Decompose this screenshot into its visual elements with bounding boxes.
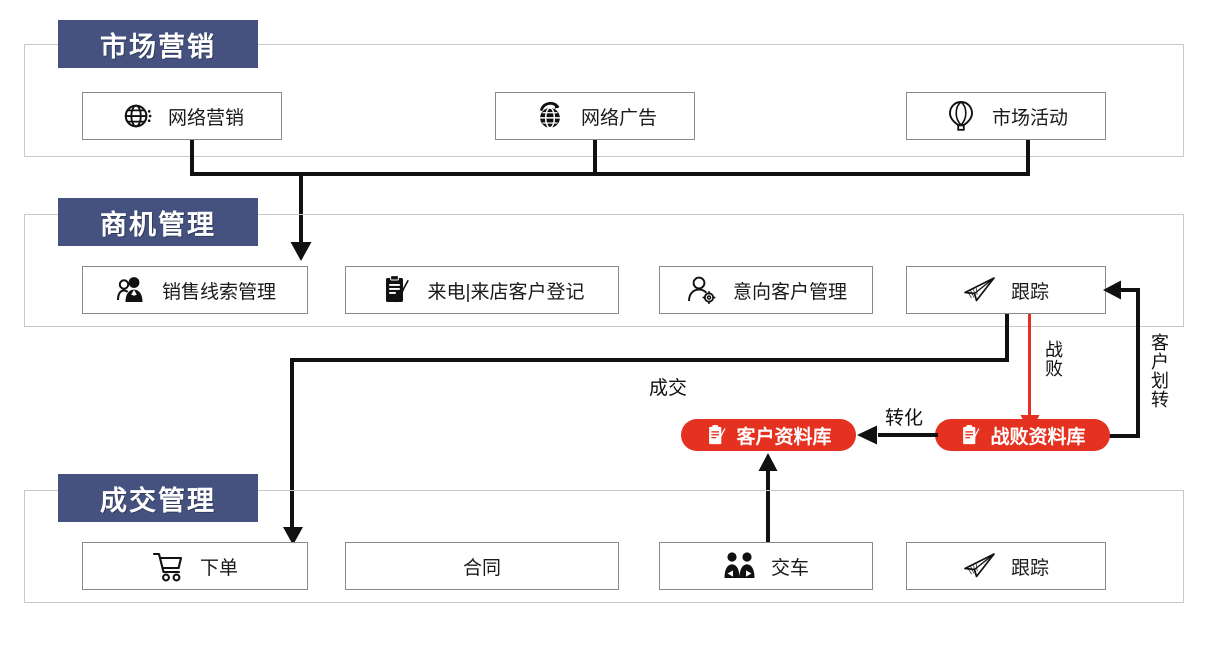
section-header-marketing: 市场营销 — [58, 20, 258, 68]
edge-label-transfer: 客户划转 — [1149, 333, 1169, 409]
node-label: 网络营销 — [167, 107, 244, 129]
node-online-advertising[interactable]: 网络广告 — [495, 92, 695, 140]
node-label: 交车 — [770, 557, 809, 579]
node-label: 网络广告 — [580, 107, 657, 129]
connector-deal-vertical-right — [1005, 314, 1009, 362]
connector-marketing-to-opportunity — [299, 172, 303, 242]
section-header-deal: 成交管理 — [58, 474, 258, 522]
connector-transfer-vertical — [1136, 288, 1140, 438]
node-label: 跟踪 — [1010, 557, 1049, 579]
node-label: 意向客户管理 — [732, 281, 847, 303]
node-sales-lead-management[interactable]: 销售线索管理 — [82, 266, 308, 314]
arrowhead-marketing-to-opportunity — [290, 242, 312, 261]
connector-delivery-to-customerdb — [766, 468, 770, 542]
user-gear-icon — [685, 273, 719, 307]
clipboard-pen-icon — [705, 423, 729, 447]
node-prospect-management[interactable]: 意向客户管理 — [659, 266, 873, 314]
node-label: 跟踪 — [1010, 281, 1049, 303]
hot-air-balloon-icon — [944, 99, 978, 133]
connector-marketing-down-1 — [190, 140, 194, 176]
node-label: 来电|来店客户登记 — [427, 281, 585, 303]
arrowhead-convert-to-customerdb — [857, 425, 877, 445]
connector-marketing-down-3 — [1026, 140, 1030, 176]
arrowhead-delivery-to-customerdb — [758, 453, 778, 471]
edge-label-lost: 战败 — [1043, 340, 1063, 378]
node-online-marketing[interactable]: 网络营销 — [82, 92, 282, 140]
connector-marketing-down-2 — [593, 140, 597, 176]
node-label: 销售线索管理 — [161, 281, 276, 303]
shopping-cart-icon — [152, 549, 186, 583]
edge-label-convert: 转化 — [885, 408, 924, 429]
node-label: 市场活动 — [991, 107, 1068, 129]
node-label: 下单 — [199, 557, 238, 579]
db-label: 客户资料库 — [736, 426, 832, 448]
connector-transfer-horizontal-top — [1120, 288, 1140, 292]
connector-deal-horizontal — [290, 358, 1009, 362]
db-label: 战败资料库 — [990, 426, 1086, 448]
node-vehicle-delivery[interactable]: 交车 — [659, 542, 873, 590]
node-place-order[interactable]: 下单 — [82, 542, 308, 590]
node-contract[interactable]: 合同 — [345, 542, 619, 590]
paper-plane-icon — [963, 549, 997, 583]
node-follow-up-opportunity[interactable]: 跟踪 — [906, 266, 1106, 314]
connector-transfer-horizontal-bottom — [1108, 434, 1140, 438]
clipboard-pen-icon — [959, 423, 983, 447]
paper-plane-icon — [963, 273, 997, 307]
connector-convert-line — [878, 433, 938, 437]
node-market-event[interactable]: 市场活动 — [906, 92, 1106, 140]
arrowhead-deal-to-order — [283, 527, 303, 545]
connector-deal-vertical-left — [290, 358, 294, 528]
db-lost-customers[interactable]: 战败资料库 — [935, 419, 1110, 451]
section-frame-opportunity — [24, 214, 1184, 327]
salesperson-icon — [114, 273, 148, 307]
node-label: 合同 — [462, 557, 501, 579]
section-header-opportunity: 商机管理 — [58, 198, 258, 246]
arrowhead-transfer-to-followup — [1103, 280, 1121, 300]
edge-label-deal: 成交 — [649, 378, 688, 399]
node-call-walkin-registration[interactable]: 来电|来店客户登记 — [345, 266, 619, 314]
globe-icon — [120, 99, 154, 133]
connector-lost-vertical — [1028, 314, 1031, 416]
section-frame-marketing — [24, 44, 1184, 157]
connector-marketing-bus — [190, 172, 1030, 176]
globe-refresh-icon — [533, 99, 567, 133]
db-customers[interactable]: 客户资料库 — [681, 419, 856, 451]
section-frame-deal — [24, 490, 1184, 603]
two-people-exchange-icon — [723, 549, 757, 583]
clipboard-pen-icon — [380, 273, 414, 307]
node-follow-up-deal[interactable]: 跟踪 — [906, 542, 1106, 590]
